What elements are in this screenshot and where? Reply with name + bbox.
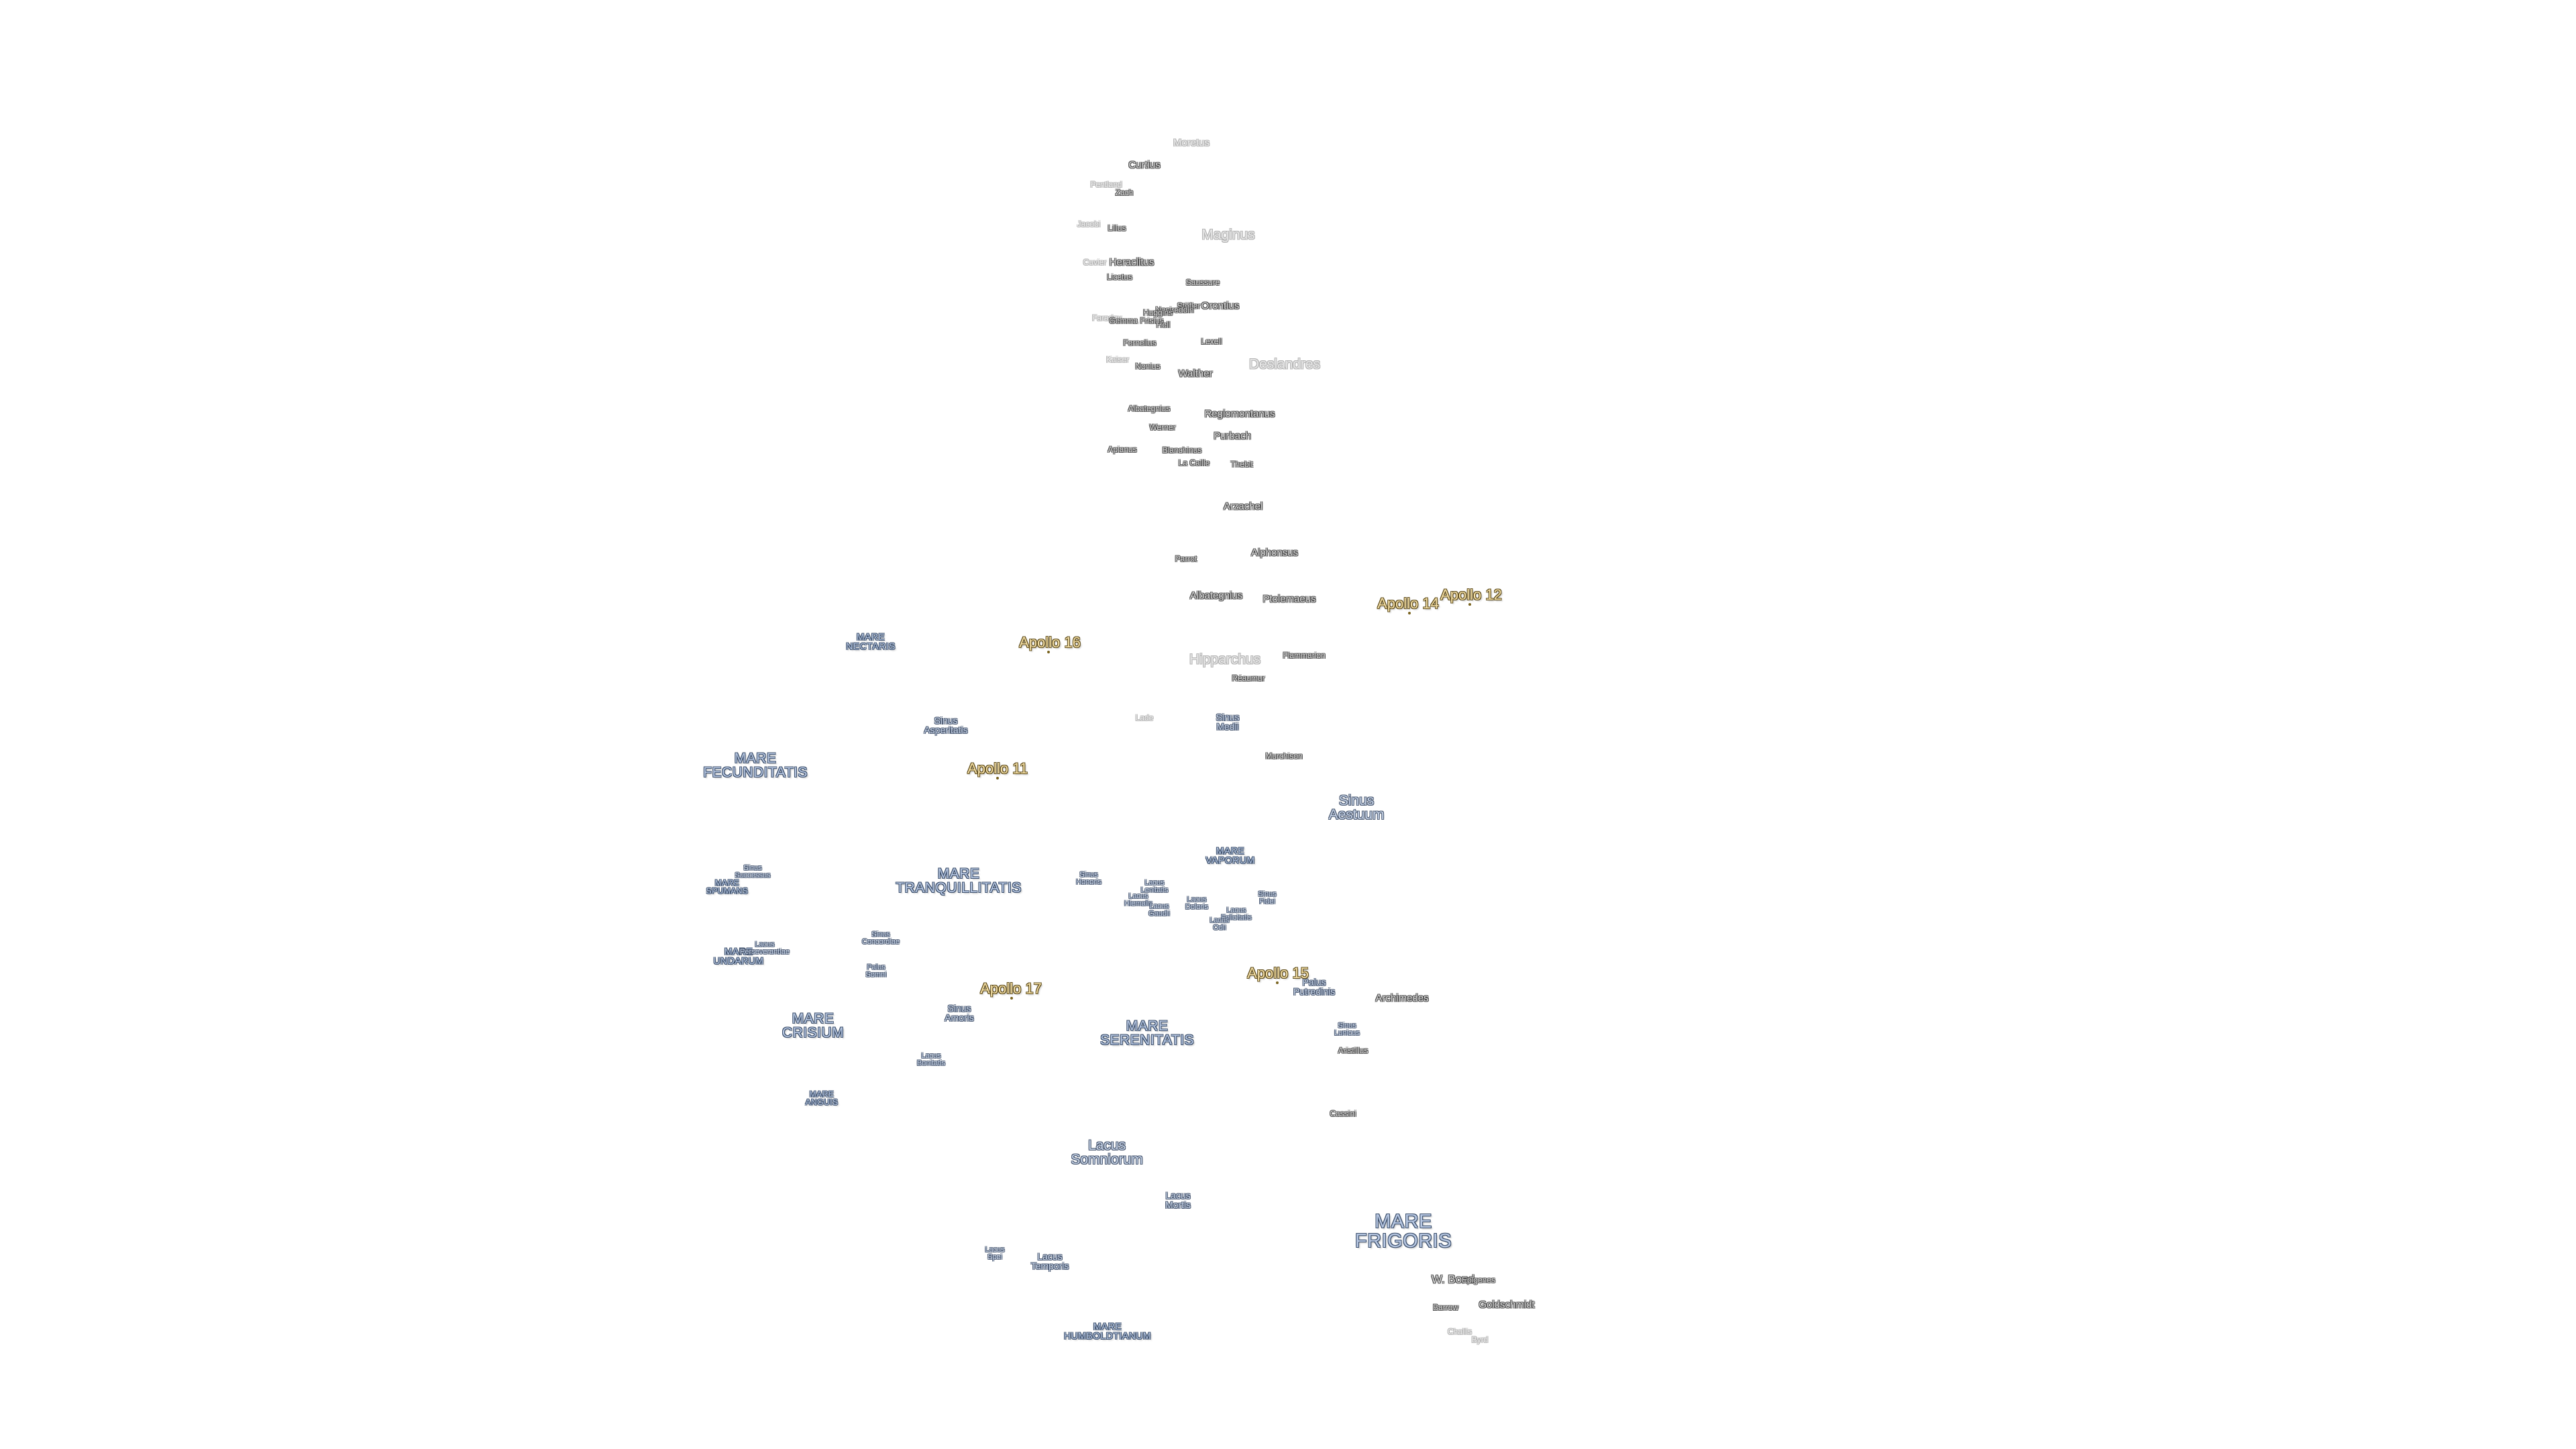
water-label-sinus-amoris[interactable]: Sinus Amoris [945, 1003, 974, 1023]
crater-label-goldschmidt[interactable]: Goldschmidt [1479, 1299, 1535, 1311]
water-label-lacus-somniorum[interactable]: Lacus Somniorum [1071, 1138, 1143, 1167]
water-label-lacus-perseverantiae[interactable]: Lacus Perseverantiae [740, 941, 790, 956]
crater-label-parrot[interactable]: Parrot [1175, 554, 1197, 564]
apollo-17-label[interactable]: Apollo 17 [980, 980, 1042, 997]
mare-label-frigoris[interactable]: MARE FRIGORIS [1354, 1211, 1452, 1252]
water-label-palus-putredinis[interactable]: Palus Putredinis [1293, 977, 1336, 997]
crater-label-reaumur[interactable]: Réaumur [1232, 674, 1265, 683]
crater-label-licetus[interactable]: Licetus [1106, 272, 1133, 282]
crater-label-zach[interactable]: Zach [1115, 188, 1134, 197]
mare-label-humboldtianum[interactable]: MARE HUMBOLDTIANUM [1063, 1321, 1152, 1341]
crater-label-maginus[interactable]: Maginus [1201, 227, 1255, 243]
crater-label-aristillus[interactable]: Aristillus [1338, 1046, 1368, 1055]
crater-label-murchison[interactable]: Murchison [1265, 751, 1303, 761]
crater-label-arzachel[interactable]: Arzachel [1223, 500, 1263, 513]
apollo-16-label[interactable]: Apollo 16 [1019, 634, 1081, 651]
crater-label-challis[interactable]: Challis [1447, 1327, 1472, 1336]
water-label-sinus-aestuum[interactable]: Sinus Aestuum [1328, 793, 1385, 822]
water-label-lacus-felicitatis[interactable]: Lacus Felicitatis [1221, 906, 1252, 922]
crater-label-orontius[interactable]: Orontius [1201, 300, 1240, 312]
mare-label-crisium[interactable]: MARE CRISIUM [782, 1011, 845, 1040]
apollo-15-label[interactable]: Apollo 15 [1247, 965, 1309, 981]
crater-label-byrd[interactable]: Byrd [1471, 1335, 1489, 1344]
crater-label-thebit[interactable]: Thebit [1230, 460, 1253, 469]
crater-label-ptolemaeus[interactable]: Ptolemaeus [1263, 593, 1316, 605]
mare-label-fecunditatis[interactable]: MARE FECUNDITATIS [703, 751, 808, 780]
crater-label-pentland[interactable]: Pentland [1090, 180, 1122, 189]
crater-label-lilius[interactable]: Lilius [1108, 223, 1126, 233]
crater-label-curtius[interactable]: Curtius [1128, 159, 1161, 171]
water-label-lacus-odii[interactable]: Lacus Odii [1210, 916, 1230, 932]
mare-label-serenitatis[interactable]: MARE SERENITATIS [1099, 1018, 1195, 1048]
crater-label-cuvier[interactable]: Cuvier [1083, 258, 1107, 267]
crater-label-archimedes[interactable]: Archimedes [1375, 992, 1429, 1004]
apollo-11-label[interactable]: Apollo 11 [967, 760, 1028, 777]
water-label-sinus-honoris[interactable]: Sinus Honoris [1076, 871, 1102, 886]
water-label-lacus-spei[interactable]: Lacus Spei [985, 1246, 1005, 1261]
mare-label-anguis[interactable]: MARE ANGUIS [805, 1089, 839, 1107]
water-label-sinus-concordiae[interactable]: Sinus Concordiae [861, 930, 900, 946]
crater-label-heraclitus[interactable]: Heraclitus [1109, 256, 1155, 268]
crater-label-huggins[interactable]: Huggins [1142, 308, 1173, 317]
crater-label-moretus[interactable]: Moretus [1173, 137, 1210, 149]
crater-label-epigenes[interactable]: Epigenes [1461, 1275, 1496, 1285]
water-label-lacus-mortis[interactable]: Lacus Mortis [1165, 1190, 1191, 1210]
water-label-sinus-fidei[interactable]: Sinus Fidei [1258, 890, 1277, 906]
crater-label-jacobi[interactable]: Jacobi [1077, 219, 1101, 229]
water-label-lacus-temporis[interactable]: Lacus Temporis [1030, 1251, 1069, 1271]
crater-label-hipparchus[interactable]: Hipparchus [1189, 651, 1261, 667]
crater-label-albategnius[interactable]: Albategnius [1189, 590, 1243, 602]
crater-label-flammarion[interactable]: Flammarion [1283, 651, 1326, 660]
crater-label-saussure[interactable]: Saussure [1185, 278, 1220, 287]
crater-label-hell[interactable]: Hell [1156, 320, 1171, 329]
crater-label-nonius[interactable]: Nonius [1135, 362, 1161, 371]
apollo-15-marker [1276, 981, 1279, 984]
crater-label-deslandres[interactable]: Deslandres [1248, 356, 1321, 372]
apollo-16-marker [1047, 651, 1050, 653]
crater-label-alphonsus[interactable]: Alphonsus [1250, 547, 1299, 559]
crater-label-kaiser[interactable]: Kaiser [1106, 355, 1130, 364]
mare-label-vaporum[interactable]: MARE VAPORUM [1205, 845, 1255, 865]
crater-label-la-caille[interactable]: La Caille [1178, 458, 1210, 468]
crater-label-stofler[interactable]: Stöfler [1177, 301, 1201, 311]
crater-label-albategnius-small[interactable]: Albategnius [1128, 404, 1171, 413]
crater-label-purbach[interactable]: Purbach [1214, 430, 1251, 442]
water-label-lacus-hiemalis[interactable]: Lacus Hiemalis [1124, 892, 1153, 908]
crater-label-blanchinus[interactable]: Blanchinus [1162, 445, 1202, 455]
apollo-12-marker [1468, 603, 1471, 606]
crater-label-barrow[interactable]: Barrow [1432, 1303, 1459, 1312]
water-label-lacus-gaudii[interactable]: Lacus Gaudii [1148, 902, 1170, 918]
water-label-lacus-bonitatis[interactable]: Lacus Bonitatis [916, 1052, 946, 1067]
water-label-palus-somni[interactable]: Palus Somni [865, 963, 887, 979]
apollo-14-marker [1408, 612, 1411, 614]
water-label-sinus-medii[interactable]: Sinus Medii [1216, 712, 1240, 732]
crater-label-gemma-frisius[interactable]: Gemma Frisius [1109, 316, 1164, 325]
crater-label-faraday[interactable]: Faraday [1091, 313, 1122, 323]
mare-label-spumans[interactable]: MARE SPUMANS [706, 878, 749, 896]
apollo-11-marker [996, 777, 999, 780]
apollo-17-marker [1010, 997, 1013, 1000]
water-label-lacus-lenitatis[interactable]: Lacus Lenitatis [1140, 879, 1169, 894]
mare-label-nectaris[interactable]: MARE NECTARIS [846, 631, 896, 651]
crater-label-fernelius[interactable]: Fernelius [1123, 338, 1157, 347]
crater-label-apianus[interactable]: Apianus [1108, 445, 1137, 454]
crater-label-cassini[interactable]: Cassini [1330, 1109, 1356, 1118]
water-label-lacus-doloris[interactable]: Lacus Doloris [1185, 896, 1209, 911]
mare-label-tranquillitatis[interactable]: MARE TRANQUILLITATIS [896, 866, 1022, 896]
water-label-sinus-successus[interactable]: Sinus Successus [735, 864, 771, 879]
mare-label-undarum[interactable]: MARE UNDARUM [713, 946, 764, 966]
water-label-sinus-lunicus[interactable]: Sinus Lunicus [1334, 1022, 1360, 1037]
apollo-12-label[interactable]: Apollo 12 [1440, 586, 1502, 603]
apollo-14-label[interactable]: Apollo 14 [1377, 595, 1439, 612]
crater-label-lexell[interactable]: Lexell [1201, 337, 1222, 346]
crater-label-nasireddin[interactable]: Nasireddin [1155, 305, 1194, 315]
crater-label-lade[interactable]: Lade [1135, 713, 1154, 722]
water-label-sinus-asperitatis[interactable]: Sinus Asperitatis [924, 715, 968, 735]
crater-label-werner[interactable]: Werner [1149, 423, 1176, 432]
crater-label-w-bond[interactable]: W. Bond [1431, 1273, 1475, 1286]
crater-label-walther[interactable]: Walther [1178, 368, 1213, 380]
crater-label-regiomontanus[interactable]: Regiomontanus [1204, 408, 1275, 420]
